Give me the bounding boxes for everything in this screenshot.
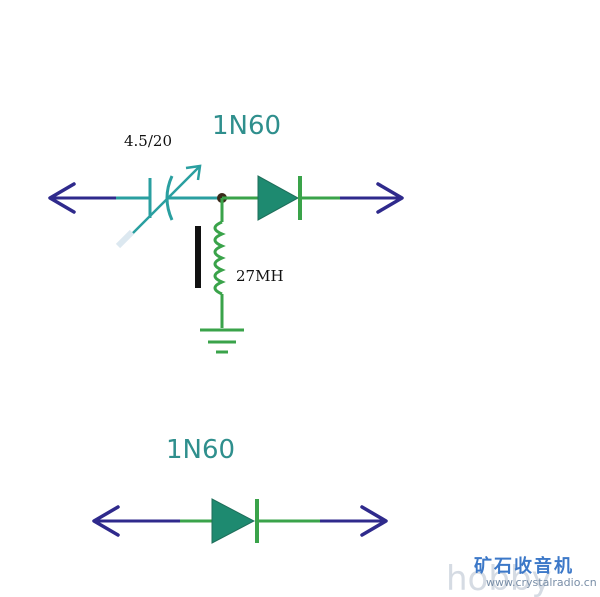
bottom-circuit: 1N60	[92, 435, 388, 544]
diode-top	[257, 175, 302, 221]
ground-symbol	[200, 328, 244, 354]
watermark-logo-text: 矿石收音机	[474, 555, 574, 577]
tuning-arrow	[129, 165, 201, 237]
variable-capacitor	[115, 164, 218, 249]
inductor	[195, 198, 226, 328]
top-circuit: 1N60 4.5/20 27MH	[48, 111, 404, 354]
watermark-background-text: hobby	[446, 559, 552, 597]
diode-label-top: 1N60	[212, 111, 281, 141]
right-output-arrow-bottom	[257, 505, 388, 537]
right-output-arrow	[300, 182, 404, 214]
watermark-url: www.crystalradio.cn	[486, 576, 597, 589]
diode-label-bottom: 1N60	[166, 435, 235, 465]
capacitor-label: 4.5/20	[124, 132, 172, 150]
diode-bottom	[211, 498, 259, 544]
inductor-label: 27MH	[236, 267, 284, 285]
left-input-arrow-bottom	[92, 505, 180, 537]
watermark: hobby 矿石收音机 www.crystalradio.cn	[446, 555, 597, 597]
left-input-arrow	[48, 182, 116, 214]
